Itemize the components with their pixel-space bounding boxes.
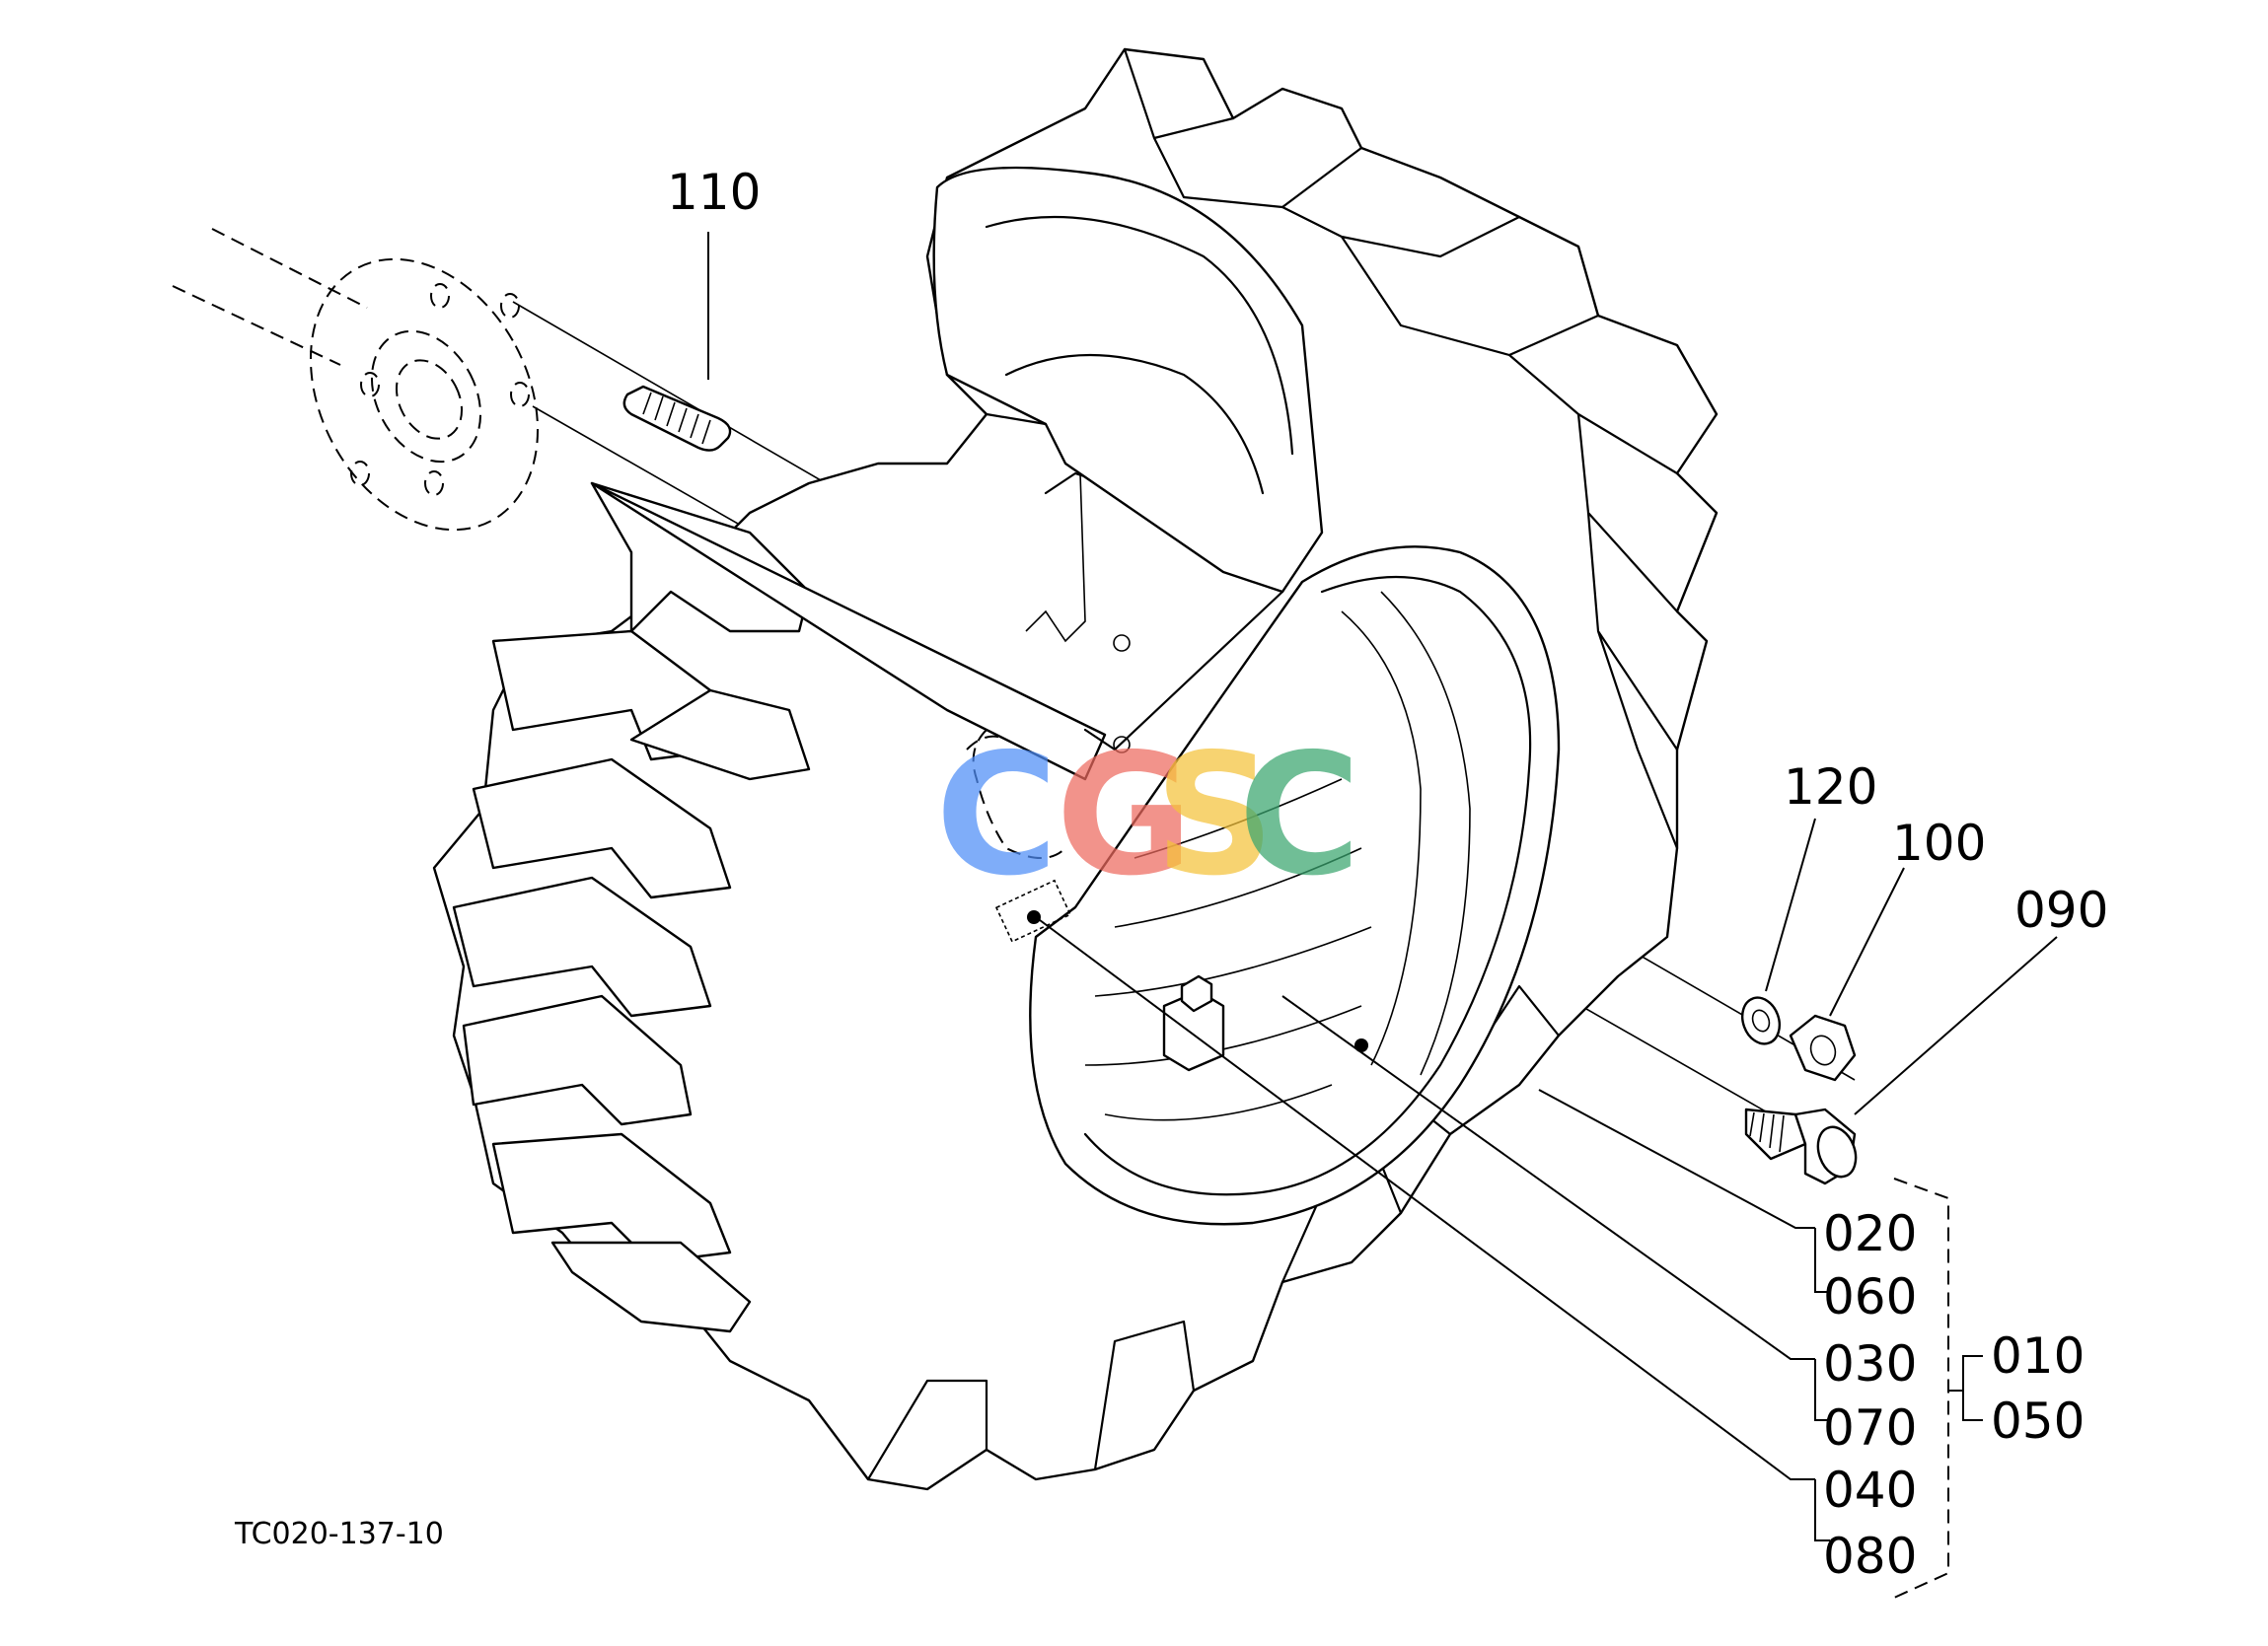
assembly-bracket [1893,1178,1949,1599]
callout-110: 110 [667,164,761,221]
callout-020: 020 [1823,1205,1917,1262]
callout-040: 040 [1823,1462,1917,1519]
callout-010: 010 [1991,1327,2085,1385]
callout-080: 080 [1823,1528,1917,1585]
wheel-rim-outer [1029,545,1561,1226]
watermark-letter-s: S [1154,718,1275,913]
watermark-letter-g: G [1056,718,1194,913]
hex-nut [1789,1014,1857,1082]
callout-030: 030 [1823,1335,1917,1393]
leader-lines [707,232,2058,1541]
lock-washer [1740,996,1782,1045]
axle-hub-flange [172,228,540,532]
watermark-letter-c2: C [1238,718,1361,913]
callout-100: 100 [1892,815,1986,872]
drawing-code: TC020-137-10 [234,1517,444,1551]
callout-labels: 110 120 100 090 020 060 030 070 040 080 … [667,164,2108,1585]
watermark-letter-c1: C [935,718,1059,913]
wheel-rim [932,166,1324,594]
callout-060: 060 [1823,1268,1917,1325]
callout-120: 120 [1784,758,1877,816]
callout-070: 070 [1823,1399,1917,1457]
watermark-logo: C G S C [935,718,1361,913]
wheel-bolt [1744,1108,1858,1185]
callout-090: 090 [2014,882,2108,939]
hidden-lines [966,729,1072,943]
callout-050: 050 [1991,1393,2085,1450]
stud-bolt [622,385,732,452]
valve-stem [1162,974,1225,1072]
